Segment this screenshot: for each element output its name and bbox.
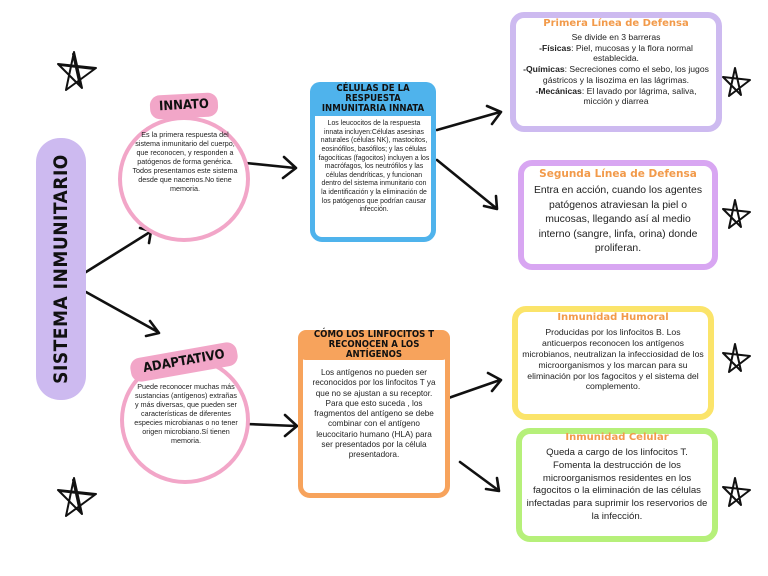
star-doodle-icon: [722, 199, 751, 229]
celular-title: Inmunidad Celular: [565, 432, 669, 443]
celular-card: [516, 428, 718, 542]
innato-label: INNATO: [149, 92, 219, 120]
main-title: SISTEMA INMUNITARIO: [50, 154, 72, 384]
arrow-root-innato: [84, 230, 152, 274]
primera-mecanicas: -Mecánicas: El lavado por lágrima, saliv…: [535, 85, 697, 107]
celular-text: Queda a cargo de los linfocitos T. Fomen…: [526, 447, 708, 522]
arrow-innato-celulas: [244, 161, 297, 170]
innato-text: Es la primera respuesta del sistema inmu…: [132, 130, 238, 193]
star-doodle-icon: [57, 51, 97, 91]
innato-circle: [118, 116, 250, 242]
primera-body: Se divide en 3 barreras -Físicas: Piel, …: [520, 32, 712, 107]
arrow-adaptativo-linfocitos: [244, 422, 298, 428]
arrow-celulas-segunda: [435, 158, 498, 210]
humoral-title: Inmunidad Humoral: [557, 312, 669, 323]
humoral-text: Producidas por los linfocitos B. Los ant…: [522, 327, 704, 392]
primera-quimicas: -Químicas: Secreciones como el sebo, los…: [523, 64, 709, 85]
star-doodle-icon: [57, 477, 97, 517]
arrow-root-adaptativo: [84, 290, 160, 334]
segunda-card: [518, 160, 718, 270]
celulas-text: Los leucocitos de la respuesta innata in…: [318, 120, 430, 214]
celulas-title: CÉLULAS DE LA RESPUESTA INMUNITARIA INNA…: [310, 82, 436, 116]
primera-title: Primera Línea de Defensa: [543, 18, 689, 29]
segunda-title: Segunda Línea de Defensa: [539, 168, 697, 180]
main-title-pill: SISTEMA INMUNITARIO: [36, 138, 86, 400]
arrow-celulas-primera: [435, 110, 502, 132]
linfocitos-text: Los antígenos no pueden ser reconocidos …: [312, 368, 436, 459]
humoral-card: [512, 306, 714, 420]
arrow-linfocitos-celular: [458, 460, 500, 492]
segunda-text: Entra en acción, cuando los agentes pató…: [533, 185, 703, 255]
adaptativo-text: Puede reconocer muchas más sustancias (a…: [134, 382, 238, 445]
star-doodle-icon: [722, 67, 751, 97]
primera-intro: Se divide en 3 barreras: [571, 32, 661, 42]
primera-fisicas: -Físicas: Piel, mucosas y la flora norma…: [539, 42, 693, 64]
star-doodle-icon: [722, 343, 751, 373]
star-doodle-icon: [722, 477, 751, 507]
linfocitos-title: CÓMO LOS LINFOCITOS T RECONOCEN A LOS AN…: [298, 330, 450, 360]
primera-card: [510, 12, 722, 132]
